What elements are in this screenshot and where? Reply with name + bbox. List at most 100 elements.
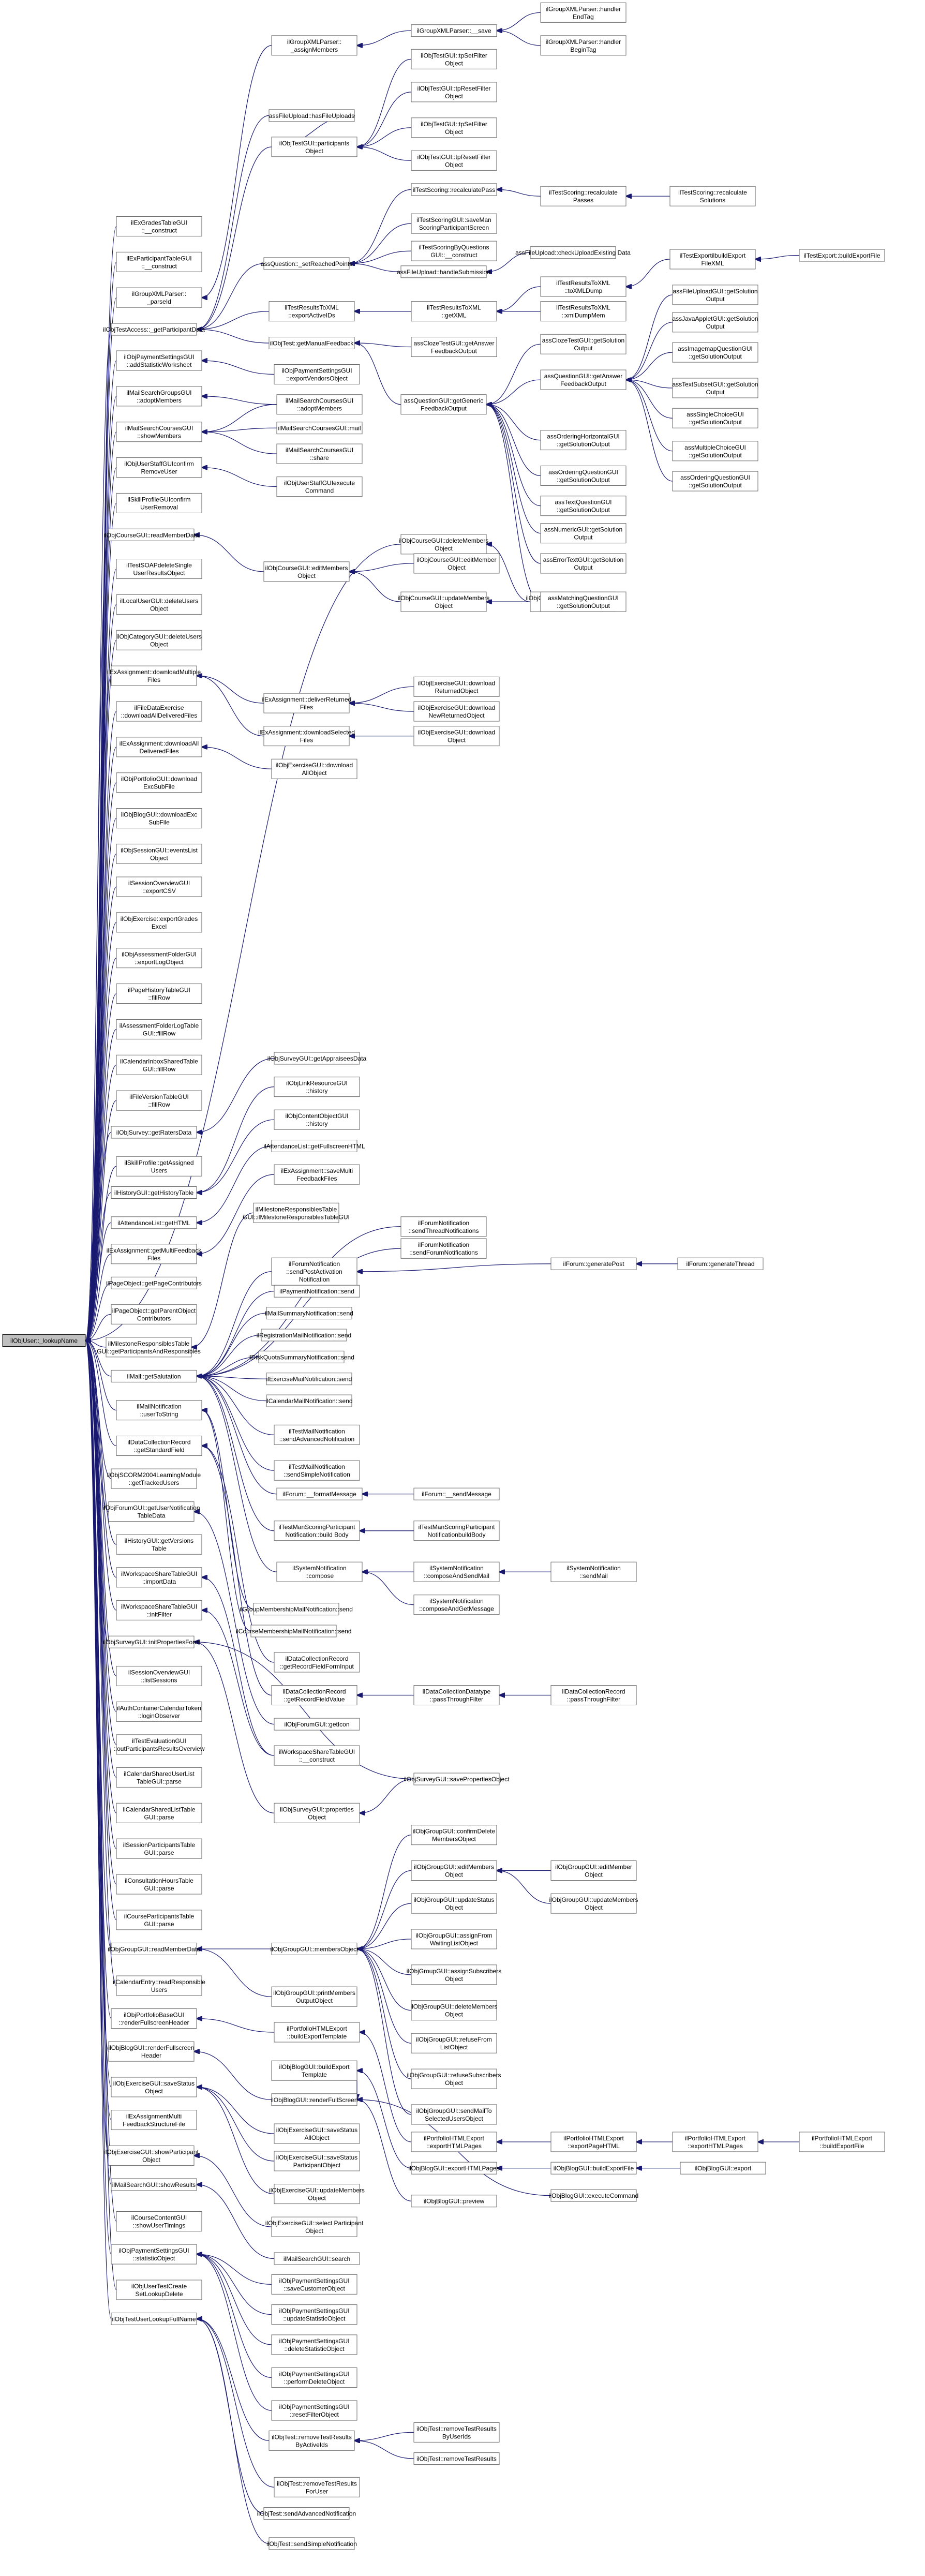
- function-node[interactable]: ilObjTestAccess::_getParticipantData: [103, 323, 205, 336]
- function-node[interactable]: ilObjSurveyGUI::savePropertiesObject: [404, 1773, 510, 1785]
- function-node[interactable]: ilCourseContentGUI::showUserTimings: [116, 2211, 202, 2232]
- function-node[interactable]: ilObjTest::removeTestResults: [413, 2452, 500, 2465]
- function-node[interactable]: ilMailSearchCoursesGUI::adoptMembers: [276, 394, 363, 415]
- function-node[interactable]: ilHistoryGUI::getHistoryTable: [111, 1186, 197, 1199]
- function-node[interactable]: ilPageObject::getParentObjectContributor…: [111, 1304, 197, 1324]
- function-node[interactable]: ilObjBlogGUI::export: [680, 2162, 766, 2175]
- function-node[interactable]: ilTestManScoringParticipantNotification:…: [274, 1521, 360, 1541]
- function-node[interactable]: assImagemapQuestionGUI::getSolutionOutpu…: [672, 342, 758, 363]
- function-node[interactable]: ilPortfolioHTMLExport::exportPageHTML: [550, 2132, 637, 2152]
- function-node[interactable]: ilObjPaymentSettingsGUI::resetFilterObje…: [271, 2400, 357, 2421]
- function-node[interactable]: ilTestResultsToXML::toXMLDump: [540, 276, 626, 297]
- function-node[interactable]: ilWorkspaceShareTableGUI::initFilter: [116, 1600, 202, 1620]
- function-node[interactable]: ilMailSearchCoursesGUI::mail: [276, 422, 363, 435]
- function-node[interactable]: ilDataCollectionDatatype::passThroughFil…: [413, 1685, 500, 1706]
- function-node[interactable]: ilGroupXMLParser::_parseId: [116, 287, 202, 308]
- function-node[interactable]: ilDataCollectionRecord::getRecordFieldVa…: [271, 1685, 357, 1706]
- function-node[interactable]: ilDataCollectionRecord::passThroughFilte…: [550, 1685, 637, 1706]
- function-node[interactable]: ilObjTestUserLookupFullName: [111, 2313, 197, 2326]
- function-node[interactable]: ilSessionOverviewGUI::listSessions: [116, 1665, 202, 1686]
- function-node[interactable]: ilGroupXMLParser::__save: [411, 24, 497, 37]
- function-node[interactable]: assFileUpload::checkUploadExisting Data: [515, 246, 631, 259]
- function-node[interactable]: ilForum::generatePost: [550, 1257, 637, 1270]
- function-node[interactable]: ilPageHistoryTableGUI::fillRow: [116, 984, 202, 1004]
- function-node[interactable]: ilObjAssessmentFolderGUI::exportLogObjec…: [116, 948, 202, 969]
- function-node[interactable]: assOrderingHorizontalGUI::getSolutionOut…: [540, 430, 626, 451]
- function-node[interactable]: ilPortfolioHTMLExport::buildExportTempla…: [274, 2022, 360, 2043]
- function-node[interactable]: ilTestResultsToXML::exportActiveIDs: [268, 301, 355, 322]
- function-node[interactable]: ilGroupXMLParser::_assignMembers: [271, 35, 357, 56]
- function-node[interactable]: ilMailSearchGroupsGUI::adoptMembers: [116, 386, 202, 407]
- function-node[interactable]: ilObjLinkResourceGUI::history: [274, 1077, 360, 1097]
- function-node[interactable]: ilForumNotification::sendForumNotificati…: [400, 1238, 487, 1259]
- function-node[interactable]: ilExAssignment::downloadAllDeliveredFile…: [116, 737, 202, 757]
- function-node[interactable]: ilTestResultsToXML::xmlDumpMem: [540, 301, 626, 322]
- function-node[interactable]: ilForum::__sendMessage: [413, 1487, 500, 1500]
- function-node[interactable]: ilObjBlogGUI::buildExportTemplate: [271, 2060, 357, 2081]
- function-node[interactable]: ilObjBlogGUI::buildExportFile: [550, 2162, 637, 2175]
- function-node[interactable]: ilTestScoringGUI::saveManScoringParticip…: [411, 213, 497, 234]
- function-node[interactable]: assMatchingQuestionGUI::getSolutionOutpu…: [540, 591, 626, 612]
- function-node[interactable]: assQuestion::_setReachedPoints: [261, 257, 352, 270]
- function-node[interactable]: ilObjGroupGUI::membersObject: [270, 1942, 359, 1955]
- function-node[interactable]: ilObjGroupGUI::readMemberData: [108, 1942, 200, 1955]
- function-node[interactable]: ilPortfolioHTMLExport::exportHTMLPages: [672, 2132, 758, 2152]
- function-node[interactable]: ilMailSearchGUI::search: [274, 2252, 360, 2265]
- function-node[interactable]: ilSessionOverviewGUI::exportCSV: [116, 876, 202, 897]
- function-node[interactable]: ilWorkspaceShareTableGUI::__construct: [274, 1745, 360, 1766]
- function-node[interactable]: ilForum::generateThread: [677, 1257, 764, 1270]
- function-node[interactable]: ilObjGroupGUI::sendMailToSelectedUsersOb…: [411, 2104, 497, 2125]
- function-node[interactable]: ilGroupMembershipMailNotification::send: [240, 1603, 353, 1616]
- root-function-node[interactable]: ilObjUser::_lookupName: [2, 1334, 86, 1347]
- function-node[interactable]: ilCalendarMailNotification::send: [265, 1394, 353, 1407]
- function-node[interactable]: ilPortfolioHTMLExport::buildExportFile: [799, 2132, 885, 2152]
- function-node[interactable]: ilObjBlogGUI::preview: [411, 2195, 497, 2208]
- function-node[interactable]: ilObjGroupGUI::confirmDeleteMembersObjec…: [411, 1825, 497, 1845]
- function-node[interactable]: assNumericGUI::getSolutionOutput: [540, 523, 626, 544]
- function-node[interactable]: ilObjTest::sendAdvancedNotification: [257, 2507, 356, 2520]
- function-node[interactable]: ilMailSearchGUI::showResults: [111, 2178, 197, 2191]
- function-node[interactable]: ilRegistrationMailNotification::send: [257, 1329, 351, 1342]
- function-node[interactable]: ilMail::getSalutation: [111, 1369, 197, 1382]
- function-node[interactable]: ilTestMailNotification::sendAdvancedNoti…: [274, 1424, 360, 1445]
- function-node[interactable]: ilExerciseMailNotification::send: [266, 1373, 352, 1386]
- function-node[interactable]: ilMilestoneResponsiblesTableGUI::getPart…: [97, 1337, 201, 1358]
- function-node[interactable]: ilObjGroupGUI::assignFromWaitingListObje…: [411, 1929, 497, 1949]
- function-node[interactable]: ilMilestoneResponsiblesTableGUI::ilMiles…: [243, 1202, 350, 1223]
- function-node[interactable]: ilWorkspaceShareTableGUI::importData: [116, 1567, 202, 1588]
- function-node[interactable]: ilAuthContainerCalendarToken::loginObser…: [116, 1701, 202, 1722]
- function-node[interactable]: assOrderingQuestionGUI::getSolutionOutpu…: [540, 465, 626, 486]
- function-node[interactable]: ilExGradesTableGUI::__construct: [116, 216, 202, 236]
- function-node[interactable]: assOrderingQuestionGUI::getSolutionOutpu…: [672, 471, 758, 492]
- function-node[interactable]: ilDiskQuotaSummaryNotification::send: [248, 1350, 354, 1363]
